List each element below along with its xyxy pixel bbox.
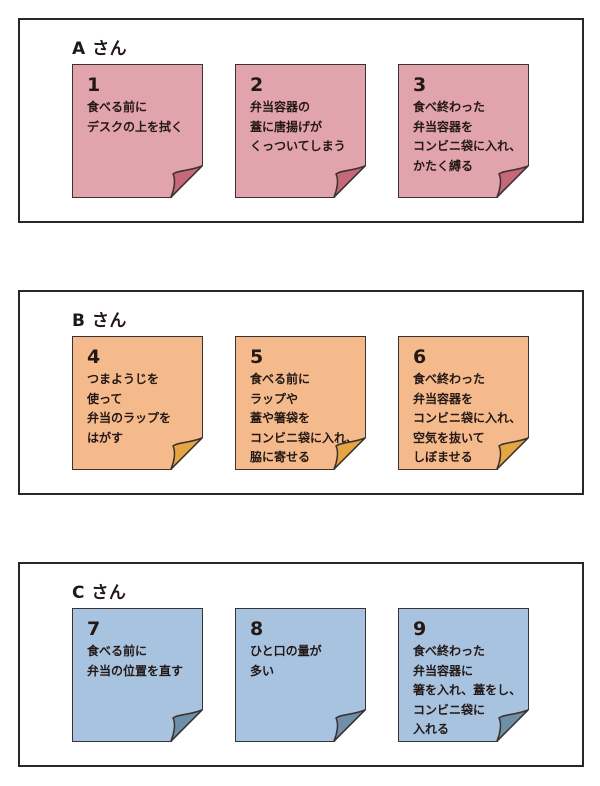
note-text-line: コンビニ袋に入れ、 <box>413 411 522 425</box>
note-text-line: ひと口の量が <box>250 644 322 658</box>
note-text-line: 食べる前に <box>87 644 148 658</box>
note-text: 食べ終わった弁当容器に箸を入れ、蓋をし、コンビニ袋に入れる <box>413 642 521 740</box>
note-number: 3 <box>413 74 427 96</box>
note-text: 食べる前にデスクの上を拭く <box>87 98 183 137</box>
note-number: 6 <box>413 346 427 368</box>
group-title: C さん <box>72 583 127 603</box>
note-text-line: 食べる前に <box>87 100 148 114</box>
note-text-line: 空気を抜いて <box>413 430 485 445</box>
note-text-line: デスクの上を拭く <box>87 119 184 134</box>
group-title: A さん <box>72 39 128 59</box>
note-number: 8 <box>250 618 264 640</box>
note-number: 9 <box>413 618 427 640</box>
note-text: 食べる前に弁当の位置を直す <box>87 642 183 681</box>
group-title: B さん <box>72 311 127 331</box>
note-number: 5 <box>250 346 264 368</box>
note-text-line: 使って <box>87 391 123 406</box>
note-text-line: かたく縛る <box>413 158 474 173</box>
note-text-line: くっついてしまう <box>250 139 346 153</box>
note-text-line: コンビニ袋に <box>413 702 486 717</box>
note-text-line: 弁当容器を <box>413 119 474 134</box>
note-text-line: 弁当容器の <box>250 100 311 114</box>
note-text-line: 多い <box>250 663 275 678</box>
note-text-line: ラップや <box>250 391 299 406</box>
note-text: つまようじを使って弁当のラップをはがす <box>87 370 171 448</box>
note-text: 食べ終わった弁当容器をコンビニ袋に入れ、空気を抜いてしぼませる <box>413 370 521 468</box>
note-text-line: 食べ終わった <box>413 644 486 658</box>
note-number: 1 <box>87 74 101 96</box>
note-text: ひと口の量が多い <box>250 642 322 681</box>
note-text-line: コンビニ袋に入れ、 <box>413 139 522 153</box>
note-text-line: コンビニ袋に入れ、 <box>250 430 359 445</box>
note-number: 7 <box>87 618 101 640</box>
note-text-line: つまようじを <box>87 372 160 386</box>
note-text-line: 食べ終わった <box>413 372 486 386</box>
note-text-line: 箸を入れ、蓋をし、 <box>413 683 522 697</box>
note-text: 食べ終わった弁当容器をコンビニ袋に入れ、かたく縛る <box>413 98 521 176</box>
note-text: 弁当容器の蓋に唐揚げがくっついてしまう <box>250 98 346 157</box>
note-text-line: 食べる前に <box>250 372 311 386</box>
note-text-line: 蓋に唐揚げが <box>250 119 323 134</box>
note-text-line: 弁当のラップを <box>87 411 172 425</box>
note-number: 4 <box>87 346 101 368</box>
note-text-line: 入れる <box>413 722 450 736</box>
note-text-line: 弁当容器に <box>413 663 474 678</box>
note-text-line: 弁当の位置を直す <box>87 663 184 678</box>
note-text-line: はがす <box>87 430 124 445</box>
note-number: 2 <box>250 74 264 96</box>
note-text-line: 脇に寄せる <box>250 450 311 464</box>
note-text-line: 食べ終わった <box>413 100 486 114</box>
note-text-line: 弁当容器を <box>413 391 474 406</box>
note-text-line: しぼませる <box>413 450 473 464</box>
note-text: 食べる前にラップや蓋や箸袋をコンビニ袋に入れ、脇に寄せる <box>250 370 358 468</box>
note-text-line: 蓋や箸袋を <box>250 411 311 425</box>
